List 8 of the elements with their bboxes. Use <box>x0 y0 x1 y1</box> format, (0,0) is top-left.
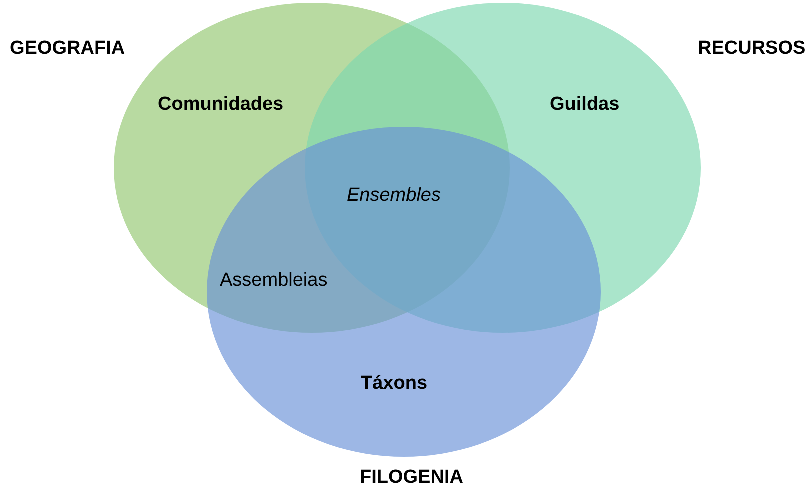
set-title: FILOGENIA <box>360 467 464 489</box>
set-label: Comunidades <box>158 94 284 116</box>
set-title: GEOGRAFIA <box>10 38 126 60</box>
set-title: RECURSOS <box>698 38 806 60</box>
intersection-label: Ensembles <box>347 185 441 207</box>
intersection-label: Assembleias <box>220 270 328 292</box>
set-label: Guildas <box>550 94 620 116</box>
set-label: Táxons <box>361 373 428 395</box>
